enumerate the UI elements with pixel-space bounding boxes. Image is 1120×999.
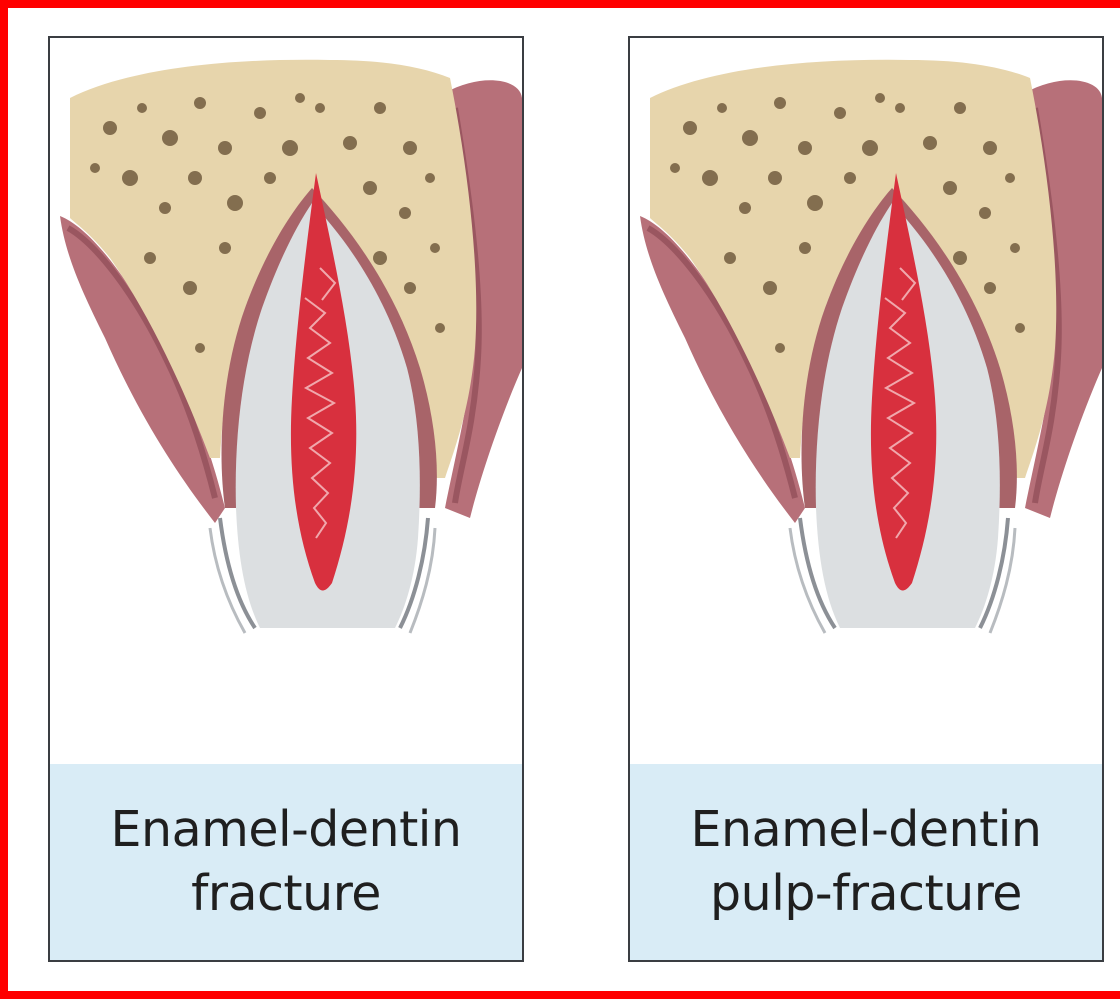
tooth-illustration bbox=[630, 38, 1102, 763]
panel-enamel-dentin-pulp-fracture: Enamel-dentin pulp-fracture bbox=[628, 36, 1104, 962]
tooth-illustration bbox=[50, 38, 522, 763]
caption: Enamel-dentin pulp-fracture bbox=[630, 764, 1102, 960]
panel-enamel-dentin-fracture: Enamel-dentin fracture bbox=[48, 36, 524, 962]
caption-line-1: Enamel-dentin bbox=[691, 798, 1042, 862]
caption-line-2: fracture bbox=[191, 862, 381, 926]
caption-line-2: pulp-fracture bbox=[710, 862, 1022, 926]
caption-line-1: Enamel-dentin bbox=[111, 798, 462, 862]
caption: Enamel-dentin fracture bbox=[50, 764, 522, 960]
